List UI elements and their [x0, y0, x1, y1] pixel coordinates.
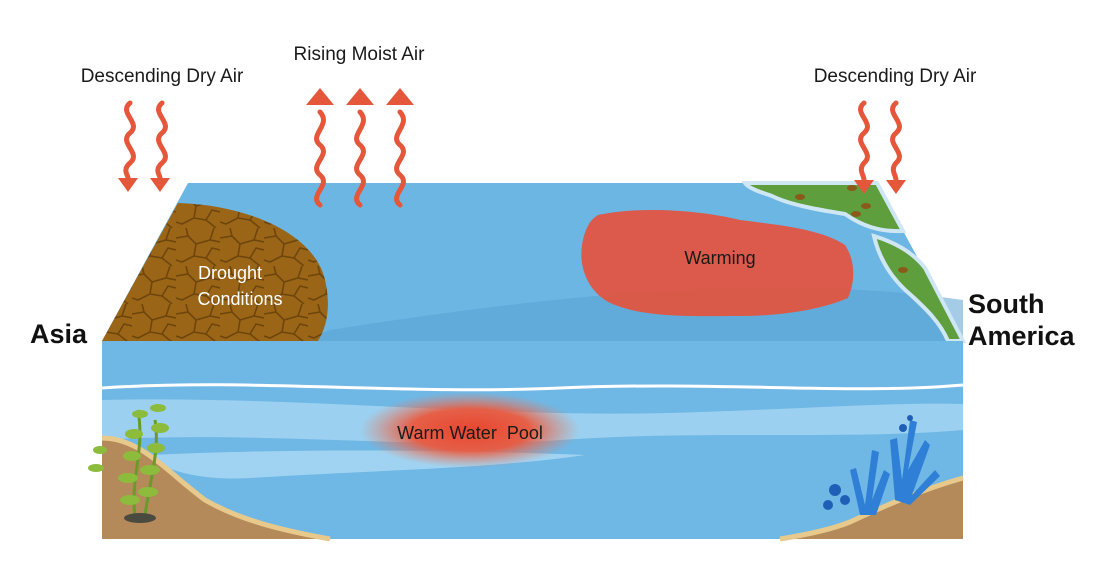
- label-south-america-line1: South: [968, 289, 1044, 319]
- land-spots: [795, 185, 908, 273]
- rising-air-heads: [306, 88, 414, 105]
- seabed-right-edge: [779, 475, 964, 542]
- label-drought-line1: Drought: [198, 263, 262, 283]
- label-descending-air-right: Descending Dry Air: [814, 66, 977, 87]
- label-rising-air: Rising Moist Air: [294, 44, 426, 65]
- warm-water-pool: [360, 392, 580, 468]
- label-drought-line2: Conditions: [197, 289, 282, 309]
- label-warm-water-pool: Warm Water Pool: [397, 423, 543, 443]
- thermocline-line: [101, 383, 964, 392]
- descending-air-left-arrows: [123, 100, 168, 181]
- rising-air-arrows: [314, 109, 406, 208]
- descending-air-right-heads: [854, 180, 906, 194]
- label-south-america-line2: America: [968, 321, 1076, 351]
- label-asia: Asia: [30, 319, 88, 349]
- south-america-land-coast: [871, 233, 967, 343]
- drought-area: [102, 203, 328, 341]
- seabed-left-edge: [101, 435, 331, 542]
- warming-region: [581, 209, 854, 317]
- coral: [823, 415, 940, 515]
- seaweed: [88, 404, 169, 523]
- descending-air-right-arrows: [858, 100, 902, 183]
- label-descending-air-left: Descending Dry Air: [81, 66, 244, 87]
- label-warming: Warming: [684, 248, 755, 268]
- descending-air-left-heads: [118, 178, 170, 192]
- south-america-land-top: [741, 181, 907, 234]
